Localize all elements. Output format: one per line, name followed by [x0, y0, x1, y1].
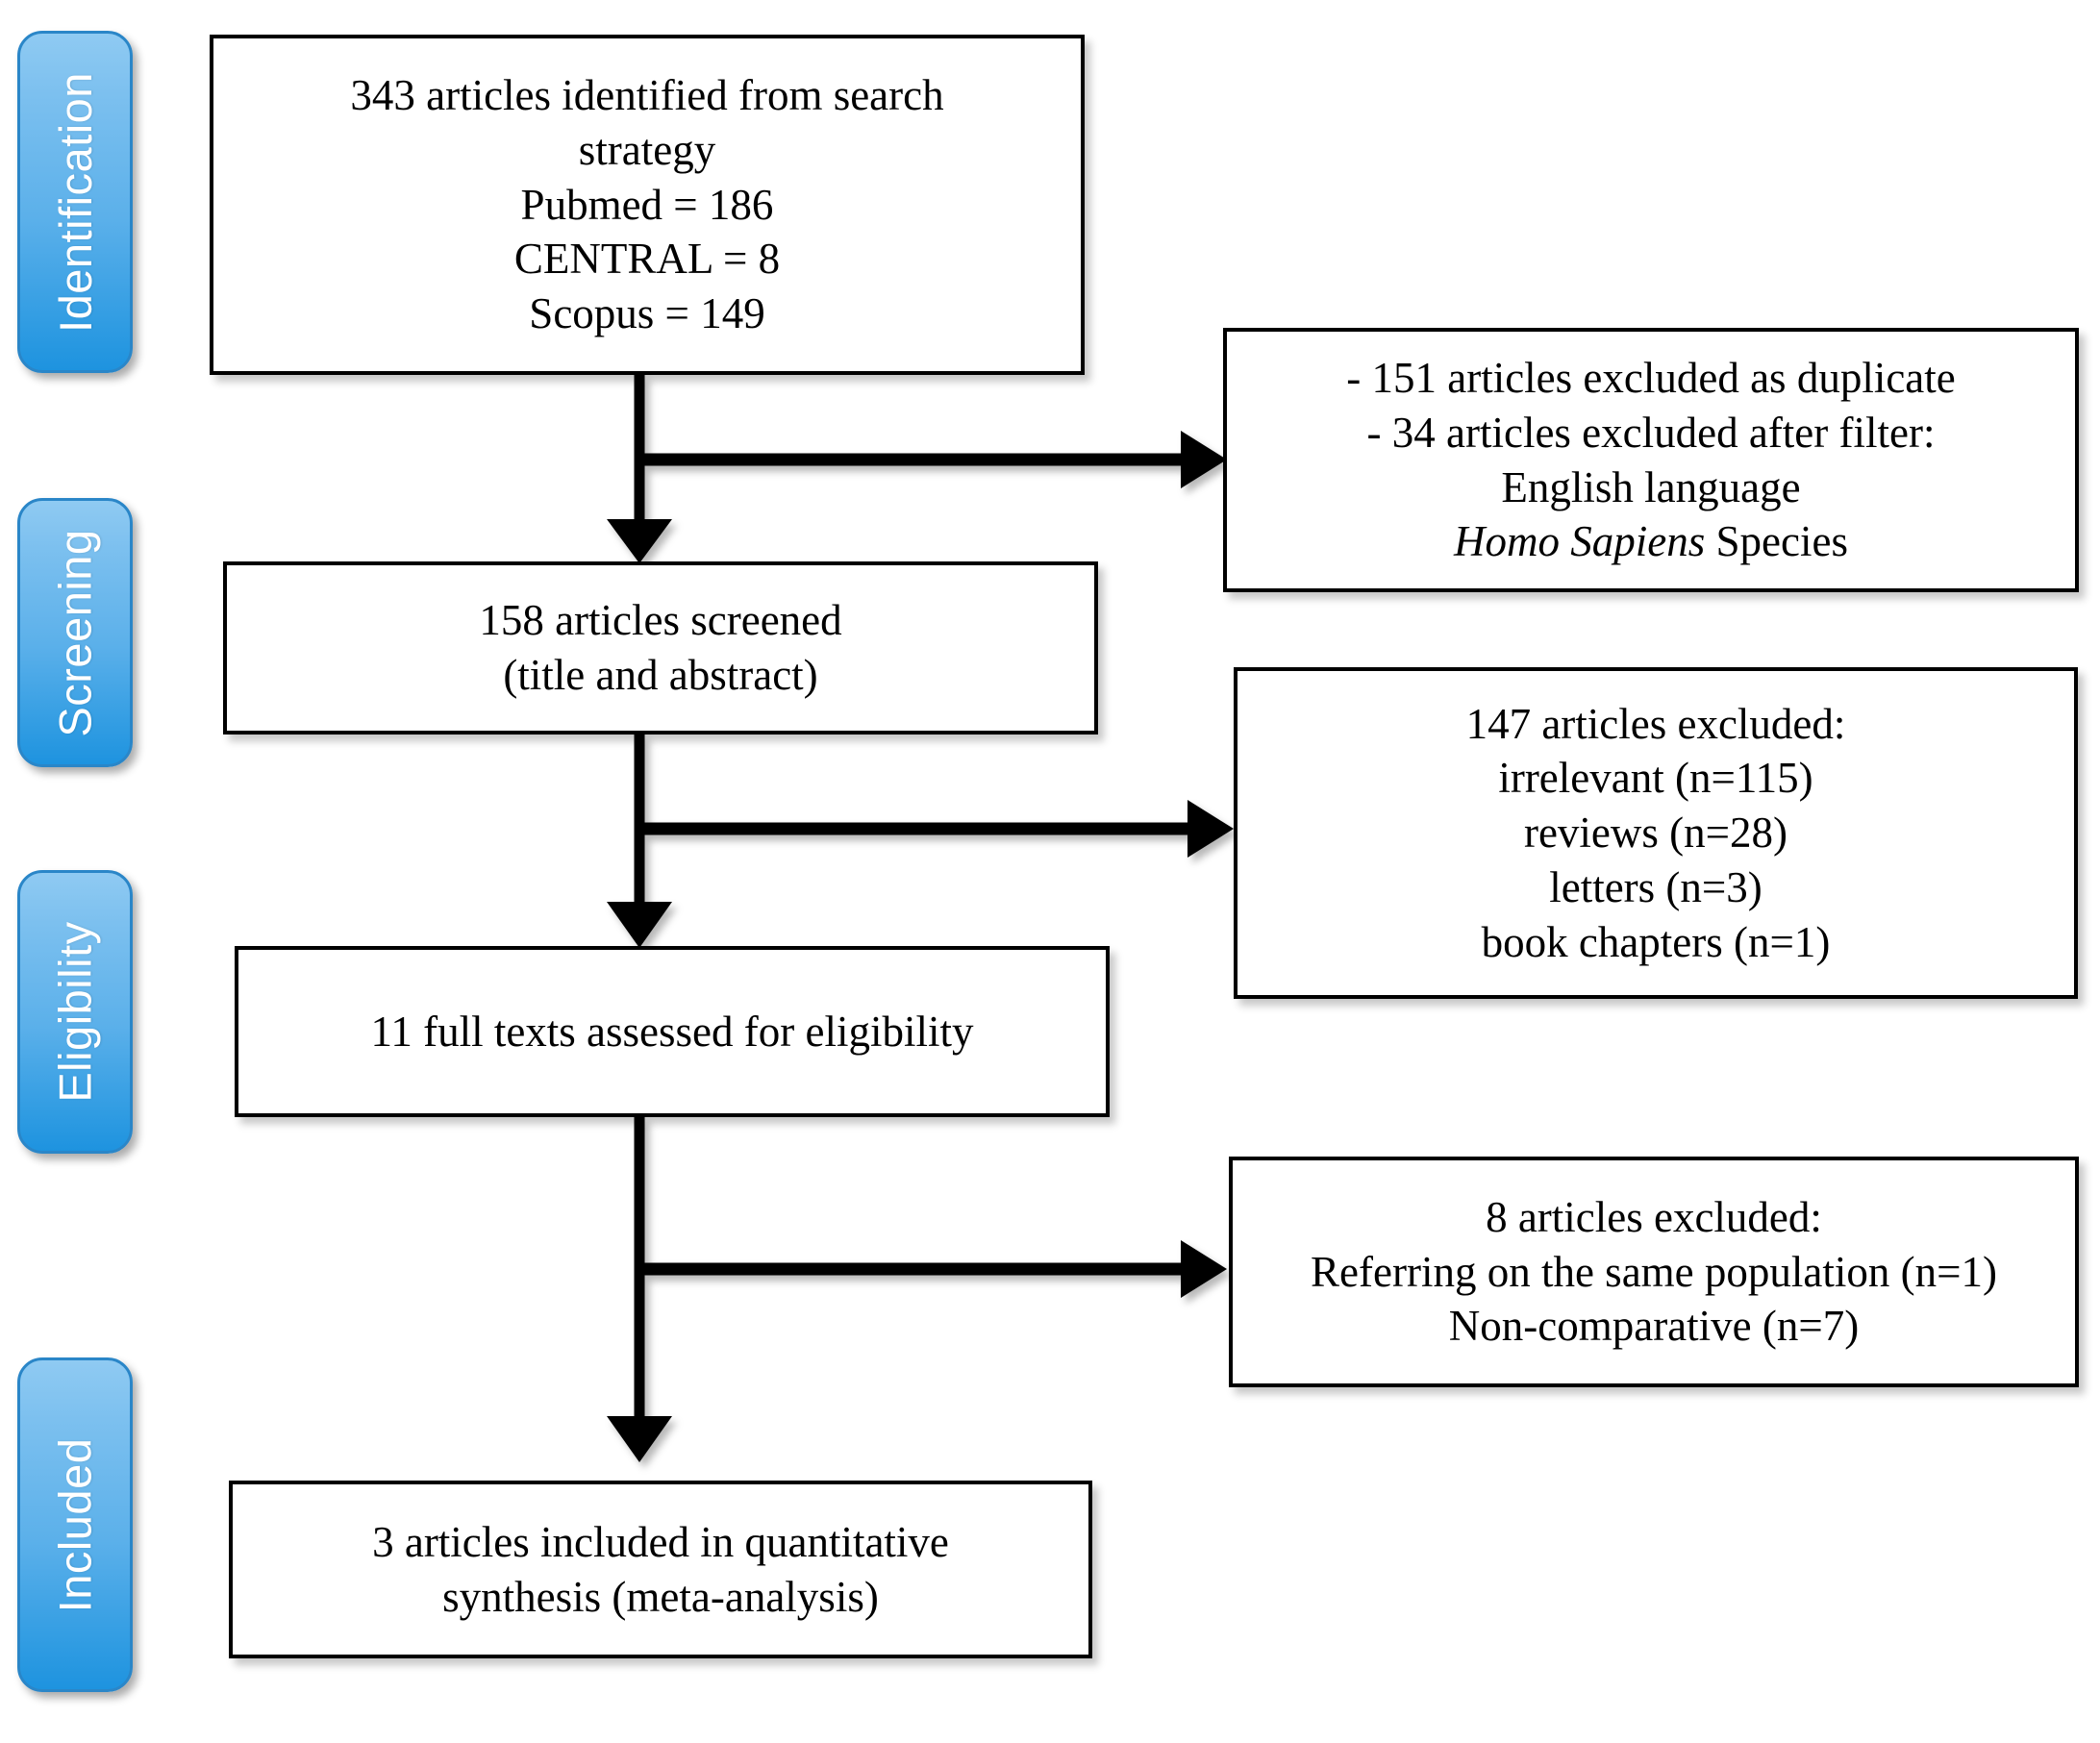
species-italic: Homo Sapiens	[1454, 517, 1706, 566]
box-excluded-duplicates-species-line: Homo Sapiens Species	[1240, 514, 2062, 569]
box-included-synthesis-text: 3 articles included in quantitative synt…	[372, 1517, 949, 1621]
arrow-full-texts-to-included	[607, 1117, 672, 1462]
stage-label-identification: Identification	[49, 71, 101, 333]
box-articles-identified-text: 343 articles identified from search stra…	[350, 71, 944, 338]
stage-badge-eligibility: Eligibility	[17, 870, 133, 1154]
arrow-identified-to-screened	[607, 375, 672, 563]
arrow-screened-to-excluded-screening	[639, 800, 1234, 858]
stage-badge-screening: Screening	[17, 498, 133, 767]
box-excluded-duplicates: - 151 articles excluded as duplicate - 3…	[1223, 328, 2079, 592]
stage-label-eligibility: Eligibility	[49, 921, 101, 1103]
box-excluded-eligibility: 8 articles excluded: Referring on the sa…	[1229, 1157, 2079, 1387]
box-excluded-screening-text: 147 articles excluded: irrelevant (n=115…	[1465, 699, 1846, 966]
box-excluded-screening: 147 articles excluded: irrelevant (n=115…	[1234, 667, 2078, 999]
stage-label-included: Included	[49, 1437, 101, 1612]
box-excluded-eligibility-text: 8 articles excluded: Referring on the sa…	[1311, 1192, 1997, 1351]
stage-badge-included: Included	[17, 1357, 133, 1692]
box-full-texts-assessed-text: 11 full texts assessed for eligibility	[370, 1007, 974, 1056]
arrow-full-texts-to-excluded-eligibility	[639, 1240, 1227, 1298]
stage-label-screening: Screening	[49, 528, 101, 737]
box-excluded-duplicates-text: - 151 articles excluded as duplicate - 3…	[1227, 351, 2075, 569]
box-articles-screened: 158 articles screened (title and abstrac…	[223, 561, 1098, 735]
arrow-identified-to-excluded-duplicates	[639, 431, 1227, 488]
arrow-screened-to-full-texts	[607, 735, 672, 948]
box-full-texts-assessed: 11 full texts assessed for eligibility	[235, 946, 1110, 1117]
species-plain: Species	[1705, 517, 1848, 566]
box-articles-screened-text: 158 articles screened (title and abstrac…	[479, 596, 842, 699]
stage-badge-identification: Identification	[17, 31, 133, 373]
box-articles-identified: 343 articles identified from search stra…	[210, 35, 1085, 375]
box-included-synthesis: 3 articles included in quantitative synt…	[229, 1481, 1092, 1658]
